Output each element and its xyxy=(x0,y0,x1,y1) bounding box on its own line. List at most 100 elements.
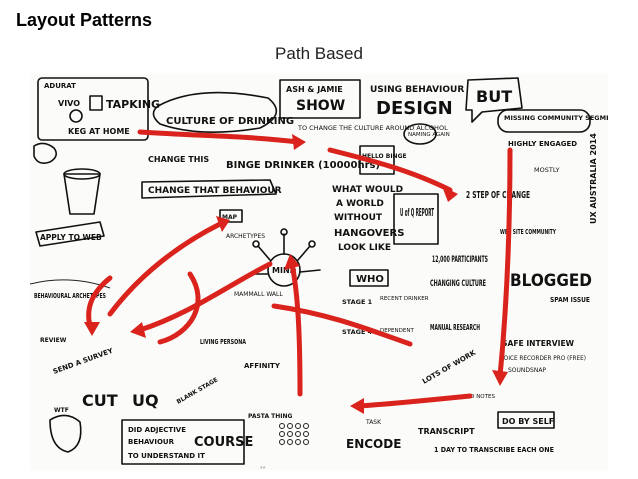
label-a-world: A WORLD xyxy=(336,199,384,209)
mind-web: MIND xyxy=(249,228,321,287)
label-highly-engaged: HIGHLY ENGAGED xyxy=(508,140,577,148)
change-behaviour-banner: CHANGE THAT BEHAVIOUR xyxy=(141,179,282,199)
label-uq-report: U of Q REPORT xyxy=(400,206,434,219)
label-manual-research: MANUAL RESEARCH xyxy=(430,323,480,332)
label-pasta-thing: PASTA THING xyxy=(248,413,293,420)
label-who: WHO xyxy=(356,274,384,285)
label-culture-of-drinking: CULTURE OF DRINKING xyxy=(166,116,294,127)
arrow-segment-4 xyxy=(357,393,473,409)
label-did-adjective: DID ADJECTIVE xyxy=(128,426,186,434)
label-hello-binge: HELLO BINGE xyxy=(362,153,407,160)
label-do-by-self: DO BY SELF xyxy=(502,417,554,426)
arrow-segment-3 xyxy=(497,147,513,379)
label-naming-again: NAMING AGAIN xyxy=(408,132,450,138)
arrow-segment-9 xyxy=(271,303,413,347)
label-show: SHOW xyxy=(296,98,345,114)
label-stage-1: STAGE 1 xyxy=(342,298,373,306)
label-encode: ENCODE xyxy=(346,437,401,451)
label-without: WITHOUT xyxy=(334,213,383,223)
label-soundsnap: SOUNDSNAP xyxy=(508,367,546,374)
label-hangovers: HANGOVERS xyxy=(334,228,404,239)
arrow-segment-10 xyxy=(86,275,113,329)
arrow-segment-6 xyxy=(137,261,273,333)
label-review: REVIEW xyxy=(40,337,67,344)
label-stage-4: STAGE 4 xyxy=(342,328,373,336)
label-affinity: AFFINITY xyxy=(244,362,281,370)
label-using-behaviour: USING BEHAVIOUR xyxy=(370,85,464,95)
label-wtf: WTF xyxy=(54,407,69,414)
label-safe-interview: SAFE INTERVIEW xyxy=(502,339,575,348)
apply-to-web: APPLY TO WEB xyxy=(35,221,105,247)
arrow-segment-8 xyxy=(157,271,201,345)
label-voice-recorder: VOICE RECORDER PRO (FREE) xyxy=(500,355,586,362)
label-archetypes: ARCHETYPES xyxy=(226,233,265,240)
label-binge-drinker: BINGE DRINKER (10000hrs) xyxy=(226,160,380,171)
but-bubble: BUT MISSING COMMUNITY SEGMENT xyxy=(465,77,608,133)
label-changing-culture: CHANGING CULTURE xyxy=(430,279,486,289)
slide-title: Layout Patterns xyxy=(16,10,153,30)
label-transcript: TRANSCRIPT xyxy=(418,427,475,436)
arrow-segment-2 xyxy=(327,147,453,193)
label-behaviour: BEHAVIOUR xyxy=(128,438,175,446)
label-what-would: WHAT WOULD xyxy=(332,185,403,195)
did-adjective-box: DID ADJECTIVE BEHAVIOUR TO UNDERSTAND IT… xyxy=(121,419,253,465)
label-keg-at-home: KEG AT HOME xyxy=(68,127,130,136)
label-but: BUT xyxy=(476,87,512,106)
label-participants: 12,000 PARTICIPANTS xyxy=(432,255,488,265)
arrow-segment-5 xyxy=(289,261,303,397)
culture-of-drinking: CULTURE OF DRINKING xyxy=(152,91,294,133)
label-change-culture: TO CHANGE THE CULTURE AROUND ALCOHOL xyxy=(297,124,448,132)
page-number: ** xyxy=(260,466,266,473)
label-dependent: DEPENDENT xyxy=(380,328,414,334)
beer-glass-icon xyxy=(63,173,101,215)
cluster-top-left: ADURAT VIVO TAPKING KEG AT HOME xyxy=(33,77,160,164)
label-blogged: BLOGGED xyxy=(510,271,592,291)
label-uq: UQ xyxy=(132,391,159,410)
hangovers-block: WHAT WOULD A WORLD WITHOUT HANGOVERS LOO… xyxy=(332,185,404,253)
label-ash-jamie: ASH & JAMIE xyxy=(286,85,343,94)
label-blank-stage: BLANK STAGE xyxy=(176,376,220,405)
label-tapking: TAPKING xyxy=(106,98,160,111)
dot-grid xyxy=(279,423,309,445)
label-lots-of-work: LOTS OF WORK xyxy=(421,348,478,385)
label-change-that-behaviour: CHANGE THAT BEHAVIOUR xyxy=(148,186,282,196)
label-look-like: LOOK LIKE xyxy=(338,243,391,253)
label-web-site: WEB SITE COMMUNITY xyxy=(500,228,557,236)
sketchnote-image: ADURAT VIVO TAPKING KEG AT HOME CULTURE … xyxy=(30,74,608,470)
sketchnote-drawing: ADURAT VIVO TAPKING KEG AT HOME CULTURE … xyxy=(30,77,608,465)
label-map: MAP xyxy=(222,214,238,221)
label-ux-australia: UX AUSTRALIA 2014 xyxy=(589,133,598,224)
label-behavioural-archetypes: BEHAVIOURAL ARCHETYPES xyxy=(34,292,106,300)
label-mind: MIND xyxy=(272,266,297,275)
label-task: TASK xyxy=(365,419,382,426)
label-vivo: VIVO xyxy=(58,99,80,108)
label-send-a-survey: SEND A SURVEY xyxy=(52,346,115,375)
who-box: WHO STAGE 1 RECENT DRINKER STAGE 4 DEPEN… xyxy=(342,269,429,336)
label-recent-drinker: RECENT DRINKER xyxy=(380,296,429,302)
label-missing-community: MISSING COMMUNITY SEGMENT xyxy=(504,114,608,122)
label-change-this: CHANGE THIS xyxy=(148,155,209,164)
label-one-day: 1 DAY TO TRANSCRIBE EACH ONE xyxy=(434,446,554,454)
label-apply-to-web: APPLY TO WEB xyxy=(40,233,102,242)
uq-report: U of Q REPORT xyxy=(393,193,439,245)
label-to-understand: TO UNDERSTAND IT xyxy=(128,452,205,460)
using-behaviour-design: USING BEHAVIOUR DESIGN TO CHANGE THE CUL… xyxy=(297,85,464,132)
label-adurat: ADURAT xyxy=(44,82,76,90)
label-no-notes: NO NOTES xyxy=(466,394,495,400)
label-course: COURSE xyxy=(194,435,253,450)
label-cut: CUT xyxy=(82,391,118,410)
arrow-segment-7 xyxy=(107,221,223,317)
person-icon xyxy=(49,414,82,453)
label-living-persona: LIVING PERSONA xyxy=(200,338,246,346)
label-design: DESIGN xyxy=(376,98,453,119)
label-spam-issue: SPAM ISSUE xyxy=(550,296,590,304)
cut-uq: CUT UQ xyxy=(82,391,159,410)
slide-subtitle: Path Based xyxy=(275,44,363,63)
two-step-change: 2 STEP OF CHANGE xyxy=(466,190,530,201)
red-path-arrows xyxy=(84,129,513,414)
label-mammal-wall: MAMMALL WALL xyxy=(234,291,283,298)
ash-jamie-show: ASH & JAMIE SHOW xyxy=(279,79,361,119)
label-two-step: 2 STEP OF CHANGE xyxy=(466,190,530,201)
label-mostly: MOSTLY xyxy=(534,166,560,174)
arrow-segment-1 xyxy=(137,129,301,145)
